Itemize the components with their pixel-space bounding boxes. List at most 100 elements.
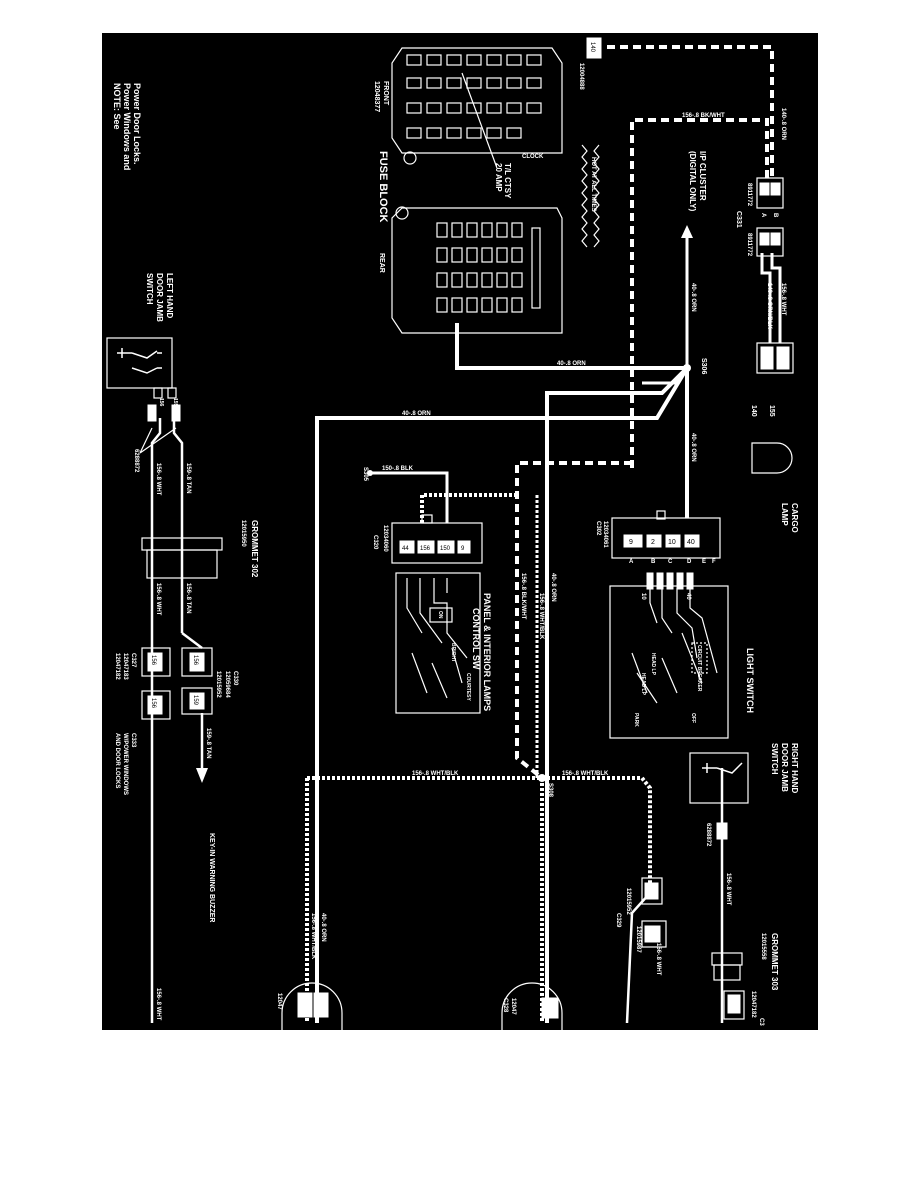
svg-text:B: B xyxy=(772,213,778,218)
svg-text:BRIGHT: BRIGHT xyxy=(450,643,456,662)
hot-zigzag-left xyxy=(581,144,588,248)
svg-text:9: 9 xyxy=(461,546,465,552)
svg-text:12015950: 12015950 xyxy=(240,520,246,547)
wire-hatched-panel xyxy=(420,493,517,523)
svg-text:12034060: 12034060 xyxy=(382,525,388,552)
wire-159-tan xyxy=(172,418,184,633)
svg-text:44: 44 xyxy=(402,546,409,552)
svg-text:156-.8 WHT/BLK: 156-.8 WHT/BLK xyxy=(538,593,544,640)
connector-c302: 9 2 10 40 A B C D E F 12034061 C302 xyxy=(595,510,721,565)
svg-text:156-.8 BK/WHT: 156-.8 BK/WHT xyxy=(682,113,725,119)
svg-text:156: 156 xyxy=(150,698,156,709)
fuse-front-part: 12048377 xyxy=(373,81,380,112)
svg-text:LIGHT SWITCH: LIGHT SWITCH xyxy=(745,648,755,713)
svg-text:GROMMET 303: GROMMET 303 xyxy=(770,933,779,991)
fuse-rear-mount-icon xyxy=(395,206,409,220)
cluster-label-1: I/P CLUSTER xyxy=(698,151,707,201)
fuse-front-label: FRONT xyxy=(382,81,389,106)
key-buzzer-label: KEY-IN WARNING BUZZER xyxy=(208,833,215,922)
svg-text:C327: C327 xyxy=(130,653,136,668)
svg-text:HEAD LP: HEAD LP xyxy=(650,653,656,676)
hot-at-all-times: HOT AT ALL TIMES xyxy=(590,157,596,212)
svg-text:6288872: 6288872 xyxy=(705,823,711,847)
wire-40-orn-fuse xyxy=(455,323,687,370)
fuse-rear-label: REAR xyxy=(378,253,385,273)
svg-text:40-.8 ORN: 40-.8 ORN xyxy=(690,283,696,312)
svg-text:12015952: 12015952 xyxy=(625,888,631,915)
svg-text:9: 9 xyxy=(629,539,633,546)
svg-text:12034061: 12034061 xyxy=(602,521,608,548)
cargo-lamp: 155 140 CARGO LAMP xyxy=(750,405,799,533)
svg-text:156-.8 WHT: 156-.8 WHT xyxy=(725,873,731,906)
svg-text:159-.8 TAN: 159-.8 TAN xyxy=(205,728,211,759)
svg-text:B: B xyxy=(651,559,656,565)
svg-text:12059684: 12059684 xyxy=(224,671,230,698)
connector-c331: 8911772 8911772 C331 A B xyxy=(735,177,784,257)
svg-text:155: 155 xyxy=(768,405,775,417)
hot-zigzag-right xyxy=(593,144,600,248)
light-switch: LIGHT SWITCH CIRCUIT BREAKER HEAD LP HEA… xyxy=(609,572,755,739)
svg-text:159: 159 xyxy=(192,695,198,706)
fuse-block-rear: REAR xyxy=(378,206,563,334)
wire-150-blk xyxy=(370,471,449,523)
panel-interior-switch: PANEL & INTERIOR LAMPS CONTROL SW BRIGHT… xyxy=(395,572,492,714)
svg-text:156: 156 xyxy=(192,655,198,666)
svg-text:10: 10 xyxy=(668,539,676,546)
svg-text:159: 159 xyxy=(172,398,178,407)
wire-156-tan-c330 xyxy=(181,632,203,649)
splice-s306 xyxy=(683,364,691,372)
svg-text:W/POWER WINDOWS: W/POWER WINDOWS xyxy=(122,733,128,795)
svg-text:150: 150 xyxy=(440,546,451,552)
svg-text:156-.8 WHT: 156-.8 WHT xyxy=(155,463,161,496)
svg-text:C: C xyxy=(668,559,673,565)
note-line-3: Power Door Locks. xyxy=(132,83,142,165)
svg-text:LAMP: LAMP xyxy=(780,503,789,526)
schematic-panel: NOTE: See Power Windows and Power Door L… xyxy=(102,33,818,1030)
svg-text:12047182: 12047182 xyxy=(114,653,120,680)
svg-text:F: F xyxy=(712,559,716,565)
fuse-leader xyxy=(461,72,498,169)
wire-40-orn-branch3 xyxy=(642,367,689,385)
svg-text:156-.8 TAN: 156-.8 TAN xyxy=(185,583,191,614)
svg-text:PARK: PARK xyxy=(633,713,639,727)
svg-text:C333: C333 xyxy=(130,733,136,748)
svg-text:COURTESY: COURTESY xyxy=(465,673,471,701)
svg-text:DOOR JAMB: DOOR JAMB xyxy=(155,273,164,322)
svg-text:156-.8 WHT: 156-.8 WHT xyxy=(655,943,661,976)
svg-text:PANEL & INTERIOR LAMPS: PANEL & INTERIOR LAMPS xyxy=(482,593,492,711)
note-line-1: NOTE: See xyxy=(112,83,122,130)
fuse-block-title: FUSE BLOCK xyxy=(377,151,389,223)
svg-text:C320: C320 xyxy=(372,535,378,550)
svg-text:AND DOOR LOCKS: AND DOOR LOCKS xyxy=(114,733,120,788)
svg-text:2: 2 xyxy=(651,539,655,546)
svg-text:140-.8 ORN/BLK: 140-.8 ORN/BLK xyxy=(766,283,772,330)
svg-text:ON: ON xyxy=(437,611,443,619)
wire-156-wht-left xyxy=(150,418,162,673)
svg-text:156: 156 xyxy=(150,655,156,666)
wire-labels: 140-.8 ORN 156-.8 BK/WHT 156-.8 WHT 140-… xyxy=(155,108,786,1021)
svg-text:159-.8 TAN: 159-.8 TAN xyxy=(185,463,191,494)
svg-text:GROMMET 302: GROMMET 302 xyxy=(250,520,259,578)
svg-text:C302: C302 xyxy=(595,521,601,536)
svg-text:12047: 12047 xyxy=(276,993,282,1010)
svg-text:RIGHT HAND: RIGHT HAND xyxy=(790,743,799,793)
svg-text:140: 140 xyxy=(750,405,757,417)
wire-40-orn-branch2 xyxy=(315,366,689,1023)
left-door-jamb-switch: LEFT HAND DOOR JAMB SWITCH 156 159 xyxy=(106,273,178,407)
right-door-jamb-switch: RIGHT HAND DOOR JAMB SWITCH xyxy=(689,743,799,804)
svg-text:12047182: 12047182 xyxy=(750,991,756,1018)
svg-text:DOOR JAMB: DOOR JAMB xyxy=(780,743,789,792)
svg-text:HEAD LP: HEAD LP xyxy=(640,673,646,696)
svg-text:SWITCH: SWITCH xyxy=(145,273,154,305)
connector-bottom-left: 12047 xyxy=(276,982,343,1030)
fuse-20-amp: 20 AMP xyxy=(494,163,503,192)
wire-140-orn-top xyxy=(607,45,774,178)
svg-text:CIRCUIT BREAKER: CIRCUIT BREAKER xyxy=(696,645,702,692)
fuse-tl-ctsy: T/L CTSY xyxy=(503,163,512,199)
svg-text:SWITCH: SWITCH xyxy=(770,743,779,775)
wire-156-bkwht-down xyxy=(515,461,632,780)
svg-text:156-.8 WHT/BLK: 156-.8 WHT/BLK xyxy=(310,913,316,960)
svg-text:CARGO: CARGO xyxy=(790,503,799,533)
connector-cargo xyxy=(756,342,794,374)
svg-text:12047183: 12047183 xyxy=(122,653,128,680)
